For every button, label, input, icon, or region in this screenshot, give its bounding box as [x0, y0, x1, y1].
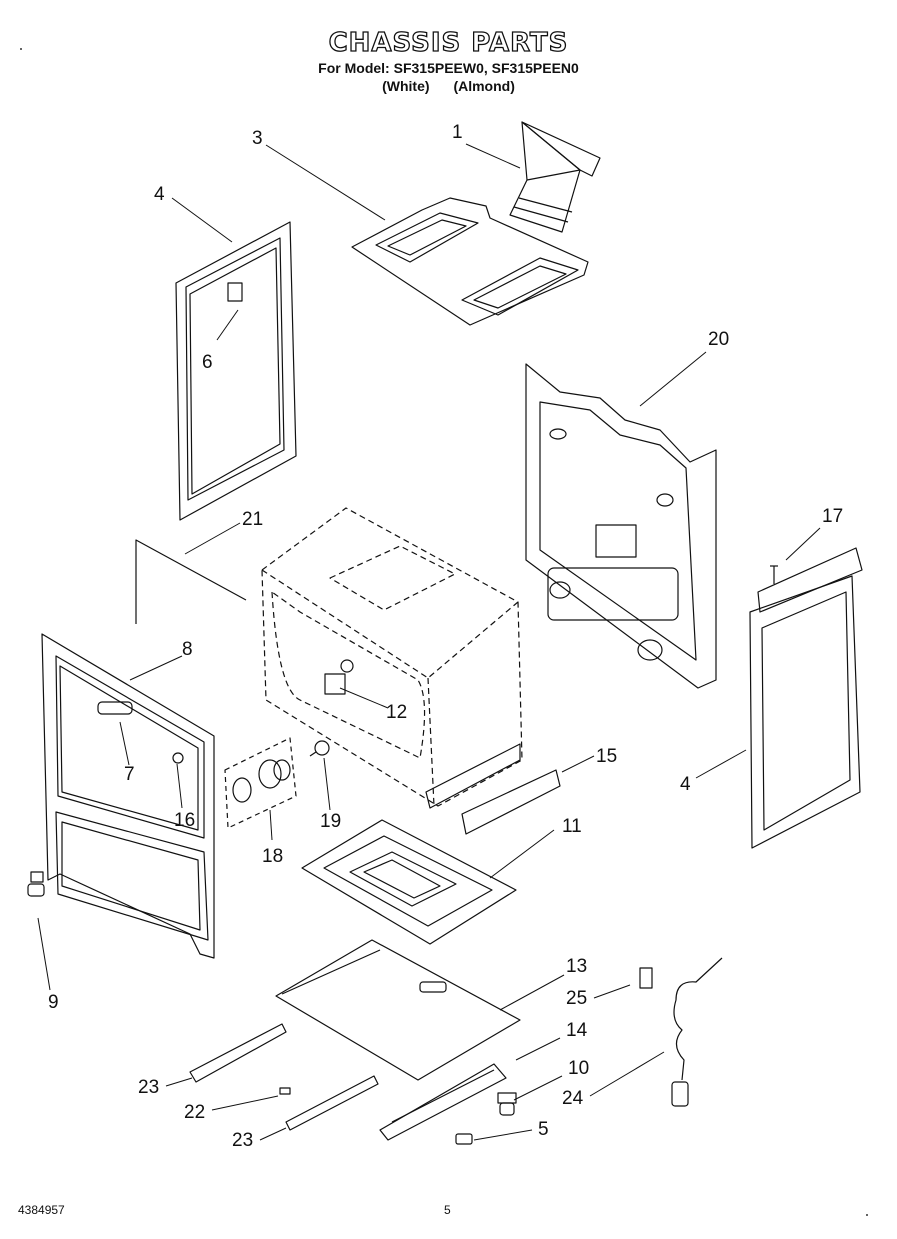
- callout-23-lower: 23: [232, 1130, 253, 1151]
- part-23-rail-upper: [189, 1023, 287, 1083]
- page-title: CHASSIS PARTS: [328, 27, 569, 58]
- callout-6: 6: [202, 352, 213, 373]
- callout-18: 18: [262, 846, 283, 867]
- part-20-rear-panel: [525, 363, 717, 689]
- part-23-rail-lower: [285, 1075, 379, 1131]
- part-17-screw: [770, 565, 778, 584]
- part-4-left-side-panel: [175, 221, 297, 521]
- part-3-top-panel: [351, 197, 589, 326]
- part-9-leveling-leg: [27, 871, 45, 897]
- callout-12: 12: [386, 702, 407, 723]
- oven-cavity: [261, 507, 523, 807]
- callout-4-left: 4: [154, 184, 165, 205]
- part-5-clip: [455, 1133, 473, 1145]
- part-24-power-cord: [671, 957, 723, 1107]
- callout-5: 5: [538, 1119, 549, 1140]
- callout-10: 10: [568, 1058, 589, 1079]
- callout-14: 14: [566, 1020, 588, 1041]
- callout-9: 9: [48, 992, 59, 1013]
- callout-17: 17: [822, 506, 843, 527]
- part-13-bottom-cover: [275, 939, 521, 1081]
- callout-25: 25: [566, 988, 587, 1009]
- document-number: 4384957: [18, 1203, 65, 1217]
- page-number: 5: [444, 1203, 451, 1217]
- part-12-bracket: [324, 659, 354, 695]
- callout-8: 8: [182, 639, 193, 660]
- part-10-leg: [497, 1092, 517, 1116]
- part-19-pin: [309, 740, 330, 757]
- callout-22: 22: [184, 1102, 205, 1123]
- scan-speck: [20, 48, 22, 50]
- part-16-clip: [172, 752, 184, 764]
- color-white: (White): [382, 78, 430, 94]
- callout-19: 19: [320, 811, 341, 832]
- callout-15: 15: [596, 746, 617, 767]
- part-18-knobs: [224, 737, 297, 829]
- part-1-vent-duct: [509, 121, 601, 233]
- color-almond: (Almond): [453, 78, 515, 94]
- callout-3: 3: [252, 128, 263, 149]
- part-14-drawer-rail: [379, 1063, 507, 1141]
- color-variants: (White) (Almond): [0, 78, 897, 94]
- callout-11: 11: [562, 816, 582, 837]
- part-11-tray: [301, 819, 517, 945]
- part-21-seal: [135, 539, 247, 624]
- callout-20: 20: [708, 329, 729, 350]
- model-line: For Model: SF315PEEW0, SF315PEEN0: [318, 60, 579, 76]
- part-8-front-frame: [41, 633, 215, 959]
- callout-23-upper: 23: [138, 1077, 159, 1098]
- callout-16: 16: [174, 810, 195, 831]
- callout-4-right: 4: [680, 774, 691, 795]
- cavity-bottom-plate: [425, 743, 521, 809]
- part-15-trim-strip: [461, 769, 561, 835]
- part-22-clip: [279, 1087, 291, 1095]
- callout-21: 21: [242, 509, 263, 530]
- callout-24: 24: [562, 1088, 584, 1109]
- callout-1: 1: [452, 122, 463, 143]
- scan-speck: [866, 1214, 868, 1216]
- callout-13: 13: [566, 956, 587, 977]
- leader-arrows: [37, 143, 821, 1141]
- callout-7: 7: [124, 764, 135, 785]
- part-25-bracket: [639, 967, 653, 989]
- part-4-right-side-panel: [749, 547, 863, 849]
